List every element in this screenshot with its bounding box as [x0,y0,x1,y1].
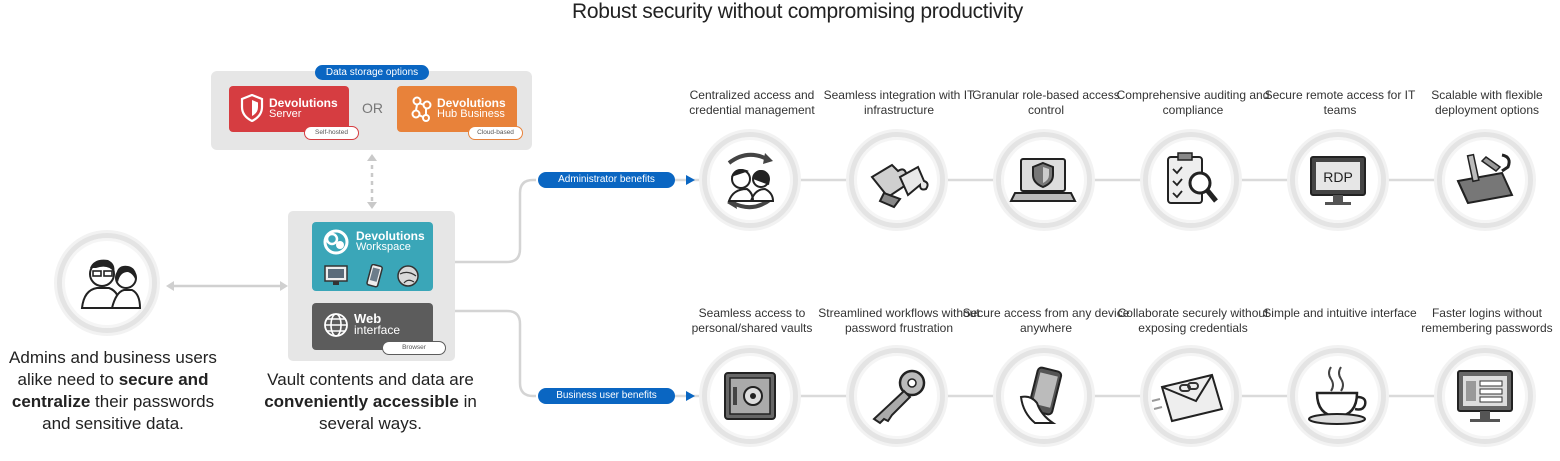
safe-icon [702,348,798,444]
globe-icon [324,313,348,337]
admin-benefit-label-6: Scalable with flexible deployment option… [1431,88,1543,117]
device-icons [324,264,419,288]
shield-logo-icon [240,94,264,122]
business-benefit-label-1: Seamless access to personal/shared vault… [691,306,813,335]
admin-benefit-label-1: Centralized access and credential manage… [689,88,815,117]
devolutions-server-card: Devolutions Server Self-hosted [229,86,359,140]
web-sub: interface [354,323,401,337]
server-name: Devolutions [269,96,338,110]
cloud-based-tag: Cloud-based [468,126,523,140]
puzzle-icon [849,132,945,228]
web-interface-card: Web interface Browser [312,303,446,355]
vault-caption: Vault contents and data are conveniently… [263,369,478,435]
admin-benefit-label-4: Comprehensive auditing and compliance [1116,88,1270,117]
vault-caption-post: in several ways. [319,392,477,433]
phone-hand-icon [996,348,1092,444]
key-icon [849,348,945,444]
clipboard-magnifier-icon [1143,132,1239,228]
users-caption: Admins and business users alike need to … [8,347,218,435]
workspace-logo-icon [323,229,349,255]
browser-tag: Browser [382,341,446,355]
users-caption-post: their passwords and sensitive data. [42,392,215,433]
users-caption-bold: secure and centralize [11,370,209,411]
hub-sub: Hub Business [437,108,505,120]
svg-text:RDP: RDP [1323,169,1353,185]
vault-caption-pre: Vault contents and data are [267,370,474,389]
data-storage-label: Data storage options [315,65,429,80]
rdp-monitor-icon: RDP [1290,132,1386,228]
vault-caption-bold: conveniently accessible [264,392,459,411]
admin-benefit-label-3: Granular role-based access control [972,88,1120,117]
admin-benefit-label-5: Secure remote access for IT teams [1264,88,1416,117]
business-benefit-label-2: Streamlined workflows without password f… [818,306,980,335]
workspace-sub: Workspace [356,241,411,253]
business-benefits-label: Business user benefits [538,388,675,404]
business-benefit-label-6: Faster logins without remembering passwo… [1421,306,1553,335]
people-icon [80,259,142,309]
web-name: Web [354,311,382,326]
workspace-name: Devolutions [356,229,425,243]
or-separator: OR [362,100,383,116]
laptop-shield-icon [996,132,1092,228]
people-sync-icon [702,132,798,228]
business-benefit-label-4: Collaborate securely without exposing cr… [1117,306,1269,335]
devolutions-workspace-card: Devolutions Workspace [312,222,433,291]
admin-benefits-label: Administrator benefits [538,172,675,188]
devolutions-hub-card: Devolutions Hub Business Cloud-based [397,86,523,140]
self-hosted-tag: Self-hosted [304,126,359,140]
hub-logo-icon [411,96,432,122]
server-sub: Server [269,108,302,120]
users-avatar [57,233,157,333]
coffee-cup-icon [1290,348,1386,444]
admin-benefit-label-2: Seamless integration with IT infrastruct… [823,88,975,117]
toolbox-icon [1437,132,1533,228]
hub-name: Devolutions [437,96,506,110]
business-benefit-label-3: Secure access from any device anywhere [962,306,1130,335]
envelope-link-icon [1143,348,1239,444]
login-monitor-icon [1437,348,1533,444]
users-caption-pre: Admins and business users alike need to [9,348,217,389]
page-title: Robust security without compromising pro… [572,0,1023,23]
business-benefit-label-5: Simple and intuitive interface [1263,306,1417,320]
